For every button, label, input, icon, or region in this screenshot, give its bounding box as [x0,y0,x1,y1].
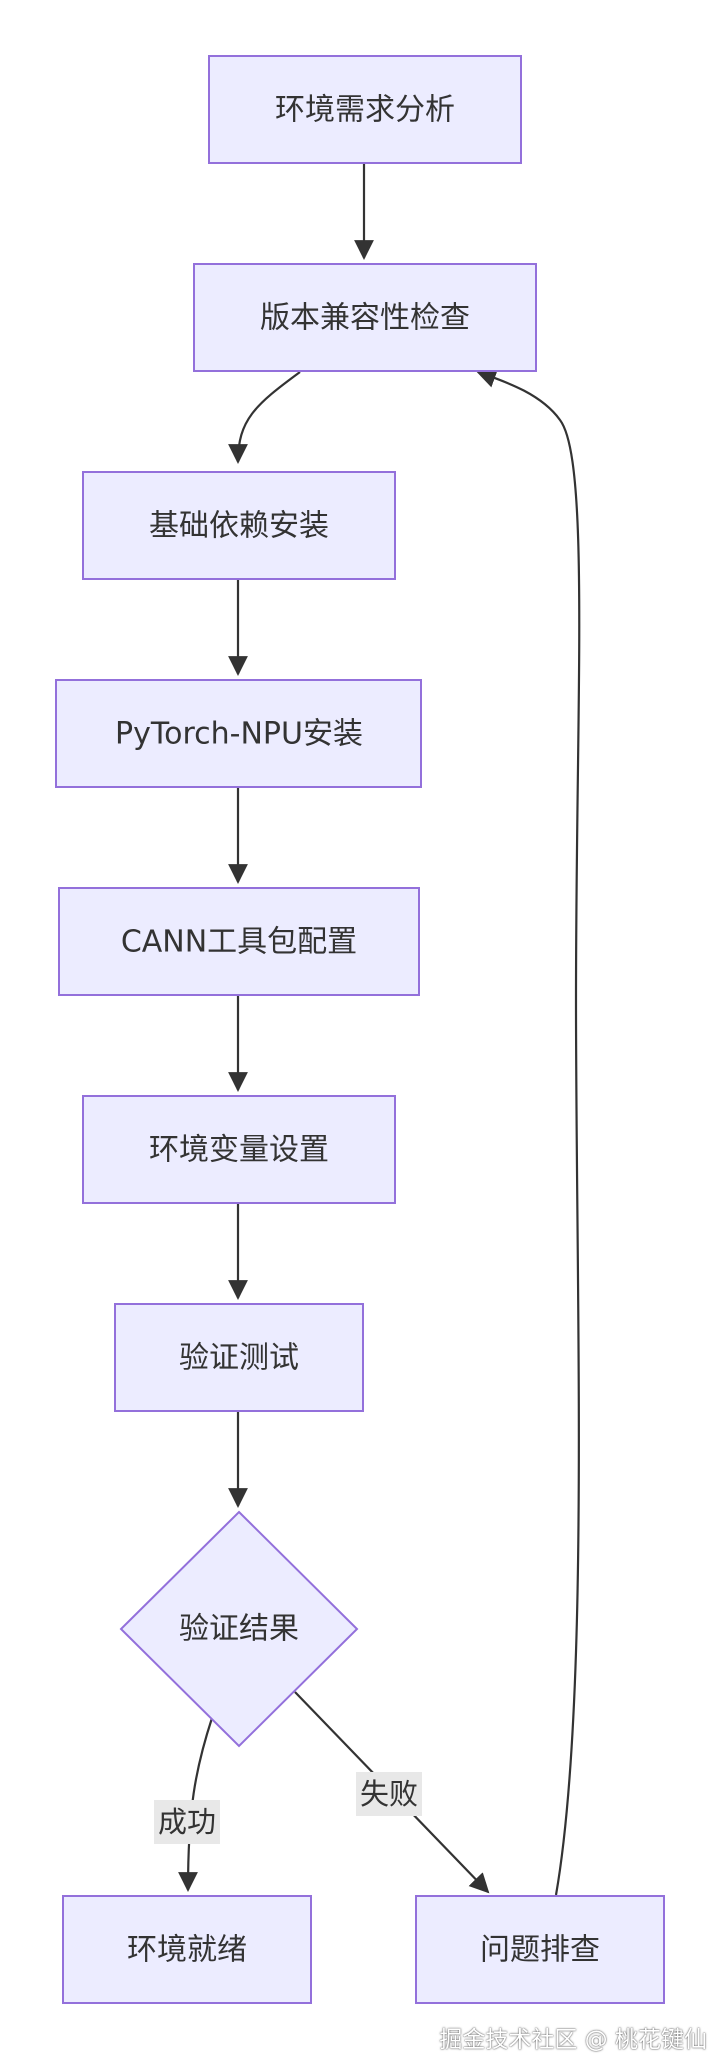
node-troubleshoot: 问题排查 [415,1895,665,2004]
node-compat-check: 版本兼容性检查 [193,263,537,372]
node-env-ready: 环境就绪 [62,1895,312,2004]
node-cann-config-label: CANN工具包配置 [121,925,357,960]
node-verify-test: 验证测试 [114,1303,364,1412]
node-env-analysis: 环境需求分析 [208,55,522,164]
node-env-vars: 环境变量设置 [82,1095,396,1204]
node-compat-check-label: 版本兼容性检查 [260,301,470,336]
node-deps-install: 基础依赖安装 [82,471,396,580]
edge-label-failure: 失败 [356,1772,422,1816]
edge-label-success: 成功 [154,1800,220,1844]
node-env-ready-label: 环境就绪 [127,1933,247,1968]
edge-label-failure-text: 失败 [360,1777,418,1811]
node-env-analysis-label: 环境需求分析 [275,93,455,128]
edge-label-success-text: 成功 [158,1805,216,1839]
node-pytorch-npu-install-label: PyTorch-NPU安装 [115,717,363,752]
node-verify-test-label: 验证测试 [179,1341,299,1376]
node-cann-config: CANN工具包配置 [58,887,420,996]
edge-compat-to-deps [228,371,301,464]
edge-result-to-ready [178,1717,214,1892]
node-verify-result-decision: 验证结果 [119,1510,359,1748]
node-deps-install-label: 基础依赖安装 [149,509,329,544]
node-pytorch-npu-install: PyTorch-NPU安装 [55,679,422,788]
node-verify-result-label: 验证结果 [179,1612,299,1647]
node-env-vars-label: 环境变量设置 [149,1133,329,1168]
watermark-text: 掘金技术社区 @ 桃花键仙 [439,2027,707,2053]
edge-troubleshoot-to-compat [476,368,581,1896]
node-troubleshoot-label: 问题排查 [480,1933,600,1968]
